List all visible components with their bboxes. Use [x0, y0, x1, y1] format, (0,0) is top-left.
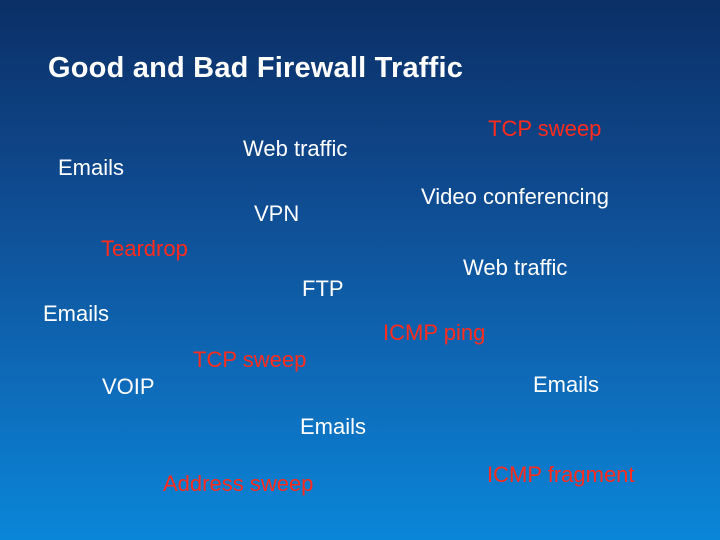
traffic-label-tcp-sweep: TCP sweep	[193, 347, 307, 372]
traffic-label-icmp-ping: ICMP ping	[383, 320, 486, 345]
traffic-label-emails: Emails	[300, 414, 367, 439]
traffic-label-emails: Emails	[58, 155, 125, 180]
traffic-label-vpn: VPN	[254, 201, 300, 226]
traffic-label-teardrop: Teardrop	[101, 236, 188, 261]
traffic-label-address-sweep: Address sweep	[163, 471, 314, 496]
traffic-label-video-conferencing: Video conferencing	[421, 184, 609, 209]
traffic-label-web-traffic: Web traffic	[463, 255, 568, 280]
traffic-label-voip: VOIP	[102, 374, 155, 399]
traffic-label-emails: Emails	[533, 372, 600, 397]
traffic-label-web-traffic: Web traffic	[243, 136, 348, 161]
traffic-label-ftp: FTP	[302, 276, 344, 301]
traffic-label-tcp-sweep: TCP sweep	[488, 116, 602, 141]
traffic-label-emails: Emails	[43, 301, 110, 326]
traffic-label-icmp-fragment: ICMP fragment	[487, 462, 635, 487]
slide-title: Good and Bad Firewall Traffic	[48, 52, 464, 84]
